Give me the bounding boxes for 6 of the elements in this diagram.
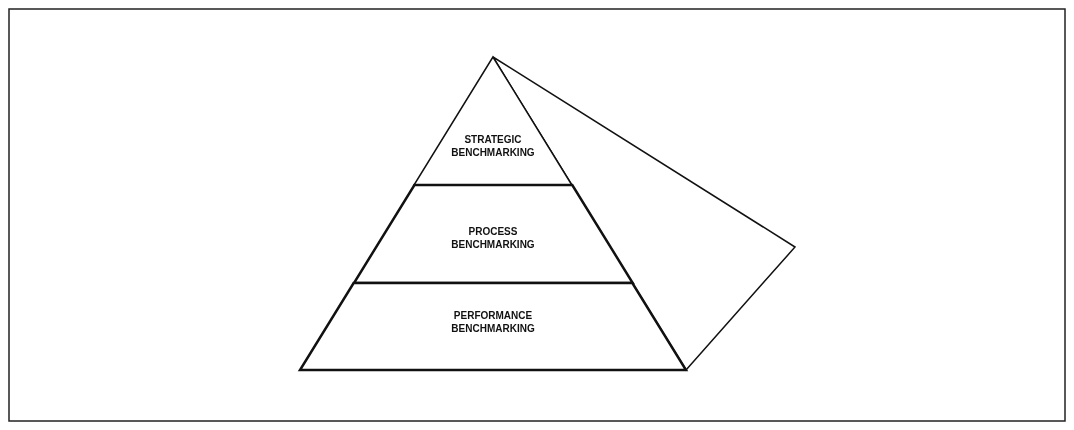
pyramid-tier xyxy=(414,57,572,185)
pyramid-tier xyxy=(353,185,633,283)
pyramid-tier xyxy=(300,283,686,370)
tier-label: STRATEGIC BENCHMARKING xyxy=(450,133,536,159)
tier-label: PROCESS BENCHMARKING xyxy=(450,225,536,251)
tier-label: PERFORMANCE BENCHMARKING xyxy=(450,309,536,335)
